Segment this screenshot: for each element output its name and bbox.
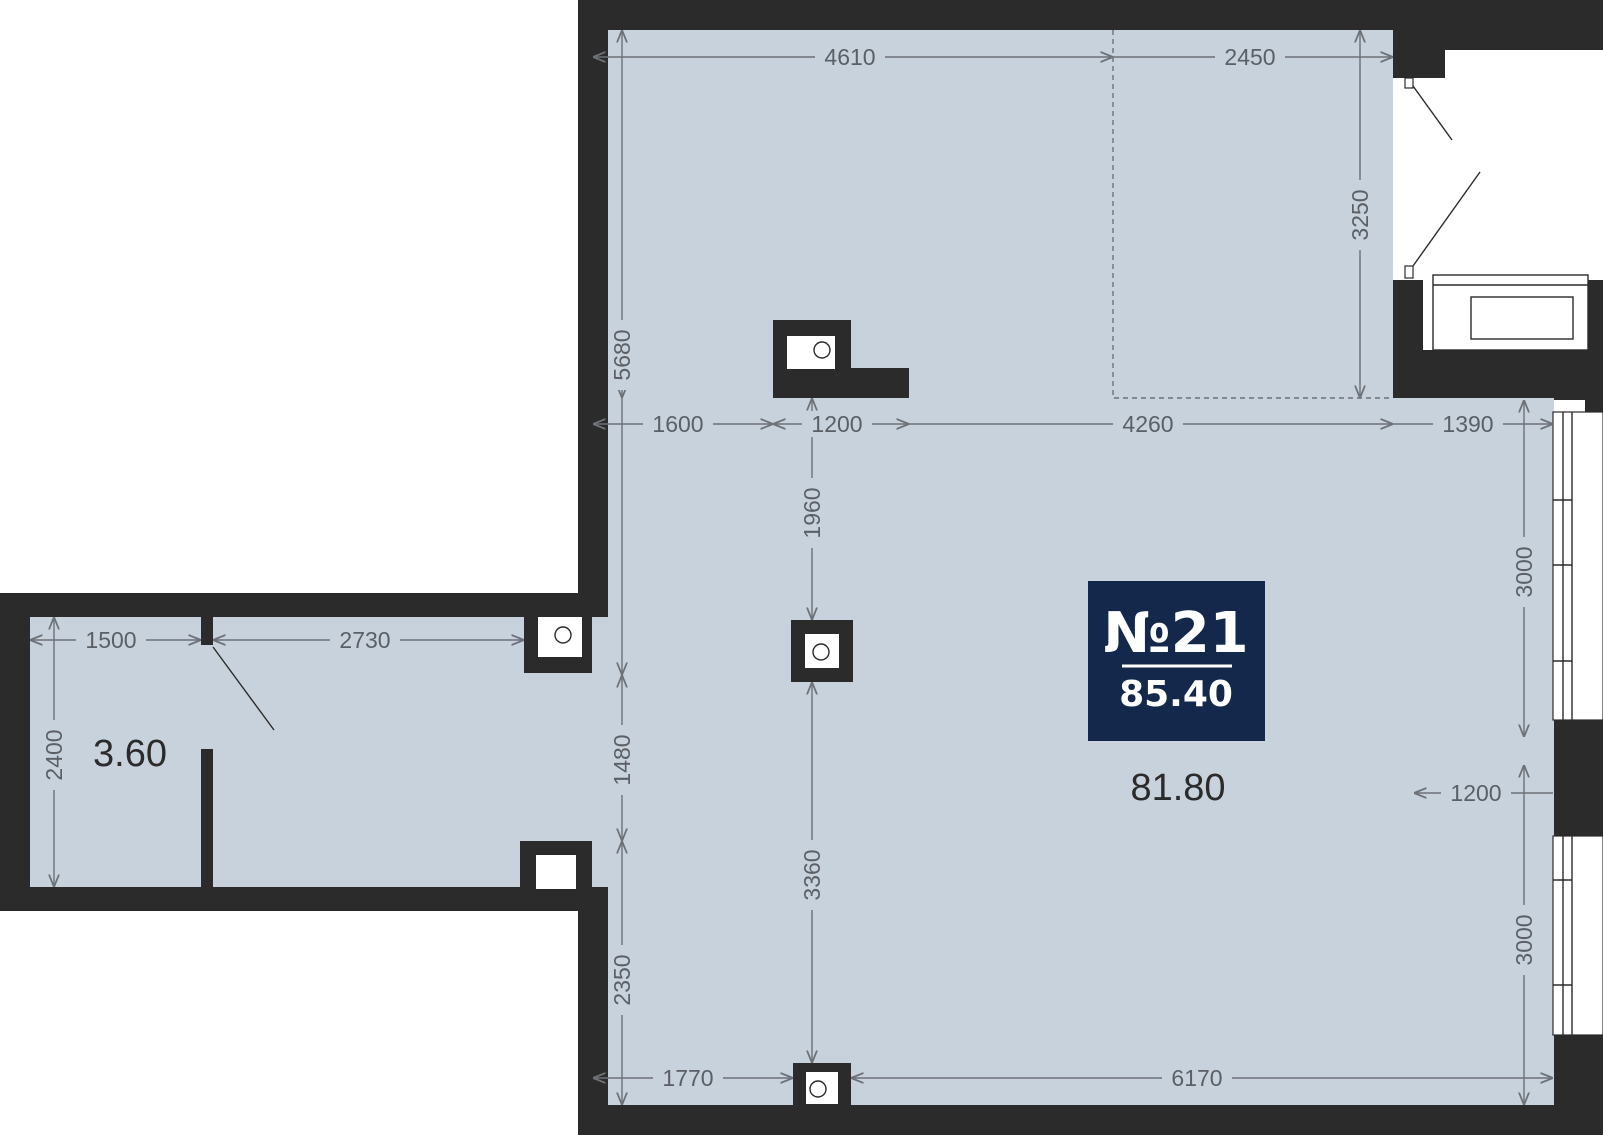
dim-label-6170: 6170 <box>1171 1065 1222 1091</box>
dim-label-1770: 1770 <box>662 1065 713 1091</box>
dim-label-1480: 1480 <box>609 734 635 785</box>
dim-label-2730: 2730 <box>339 627 390 653</box>
small-room-area: 3.60 <box>93 733 167 775</box>
dim-label-1960: 1960 <box>799 487 825 538</box>
dim-label-1390: 1390 <box>1442 411 1493 437</box>
dim-label-2350: 2350 <box>609 954 635 1005</box>
dim-label-3000-bottom: 3000 <box>1511 914 1537 965</box>
main-room-area: 81.80 <box>1130 767 1225 809</box>
dim-label-4610: 4610 <box>824 44 875 70</box>
dim-label-1600: 1600 <box>652 411 703 437</box>
entrance-door <box>1404 77 1589 351</box>
dimension-labels-vertical: 3250 5680 1960 3360 1480 2350 3000 3000 … <box>41 180 1537 1015</box>
dim-label-1200-right: 1200 <box>1450 780 1501 806</box>
unit-badge: №21 85.40 <box>1088 581 1265 741</box>
floor-area <box>30 30 1554 1105</box>
dim-label-4260: 4260 <box>1122 411 1173 437</box>
dim-label-5680: 5680 <box>609 329 635 380</box>
small-room-partition <box>201 617 275 889</box>
dim-label-3250: 3250 <box>1347 189 1373 240</box>
unit-total-area: 85.40 <box>1119 674 1233 715</box>
columns <box>520 320 909 1110</box>
dim-label-3360: 3360 <box>799 849 825 900</box>
dim-label-3000-top: 3000 <box>1511 546 1537 597</box>
windows <box>1552 411 1603 1036</box>
dim-label-2400: 2400 <box>41 729 67 780</box>
unit-number: №21 <box>1103 601 1248 666</box>
dim-label-1500: 1500 <box>85 627 136 653</box>
dim-label-2450: 2450 <box>1224 44 1275 70</box>
dimension-labels: 4610 2450 1600 1200 4260 1390 1770 6170 … <box>76 44 1511 1091</box>
dim-label-1200-top: 1200 <box>811 411 862 437</box>
